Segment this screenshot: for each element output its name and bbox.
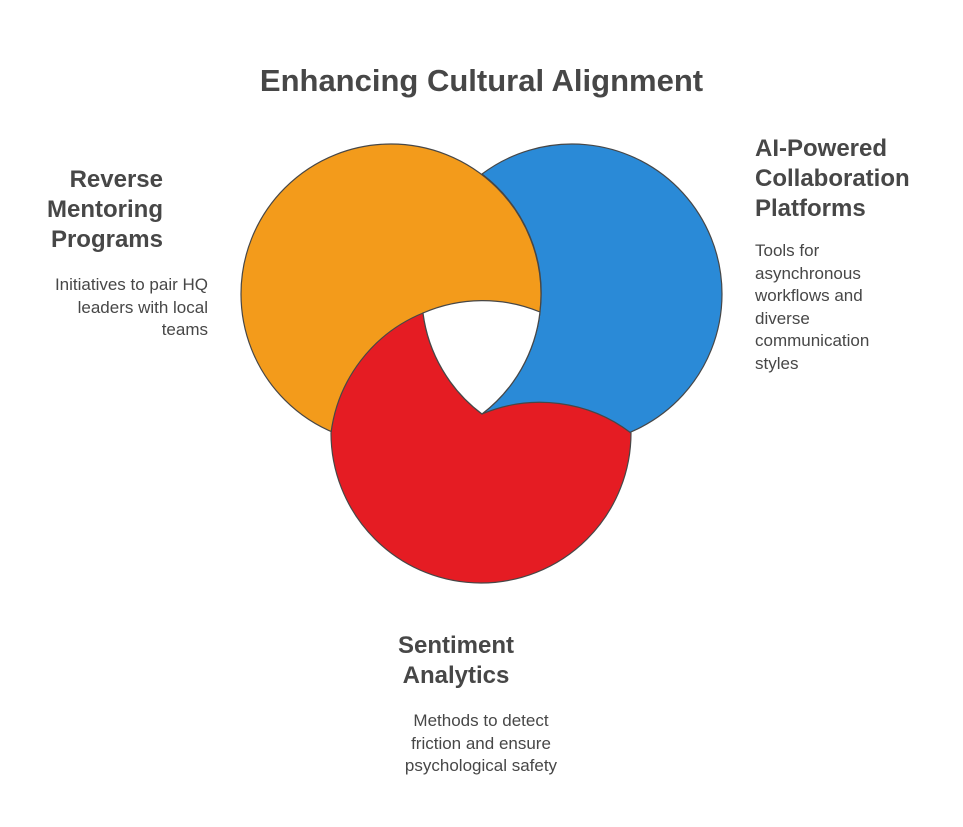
circle-ai-collaboration (481, 143, 723, 445)
sentiment-analytics-heading: Sentiment Analytics (397, 632, 514, 689)
reverse-mentoring-heading: Reverse Mentoring Programs (47, 166, 163, 253)
ai-collaboration-heading: AI-Powered Collaboration Platforms (755, 135, 910, 222)
reverse-mentoring-description: Initiatives to pair HQ leaders with loca… (54, 275, 208, 339)
diagram-title: Enhancing Cultural Alignment (259, 63, 704, 98)
center-intersection (422, 300, 541, 415)
ai-collaboration-description: Tools for asynchronous workflows and div… (755, 241, 870, 373)
circle-sentiment-analytics (330, 312, 632, 584)
sentiment-analytics-description: Methods to detect friction and ensure ps… (404, 711, 558, 775)
